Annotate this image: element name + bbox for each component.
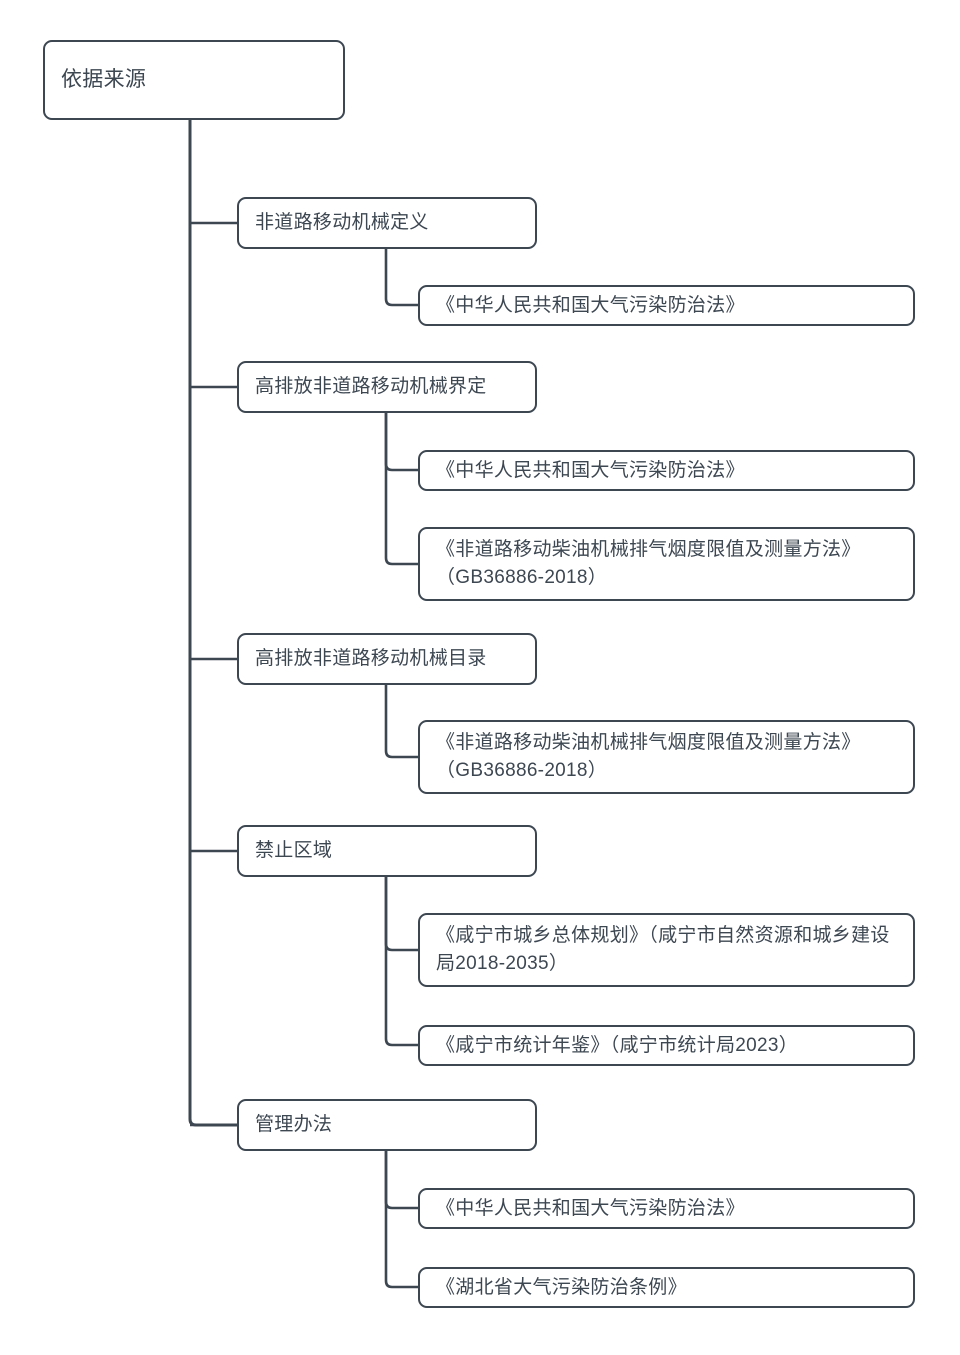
node-branch-2[interactable]: 高排放非道路移动机械界定 bbox=[237, 361, 537, 413]
node-label: 高排放非道路移动机械界定 bbox=[255, 376, 487, 398]
node-branch-1[interactable]: 非道路移动机械定义 bbox=[237, 197, 537, 249]
node-label: 禁止区域 bbox=[255, 840, 333, 862]
node-label: 《非道路移动柴油机械排气烟度限值及测量方法》（GB36886-2018） bbox=[436, 539, 861, 588]
node-label: 《非道路移动柴油机械排气烟度限值及测量方法》（GB36886-2018） bbox=[436, 732, 861, 781]
node-label: 非道路移动机械定义 bbox=[255, 212, 429, 234]
node-leaf-2-1[interactable]: 《中华人民共和国大气污染防治法》 bbox=[418, 450, 915, 491]
node-leaf-5-2[interactable]: 《湖北省大气污染防治条例》 bbox=[418, 1267, 915, 1308]
node-leaf-4-1[interactable]: 《咸宁市城乡总体规划》（咸宁市自然资源和城乡建设局2018-2035） bbox=[418, 913, 915, 987]
node-leaf-1-1[interactable]: 《中华人民共和国大气污染防治法》 bbox=[418, 285, 915, 326]
node-label: 《中华人民共和国大气污染防治法》 bbox=[436, 294, 745, 316]
node-branch-5[interactable]: 管理办法 bbox=[237, 1099, 537, 1151]
node-leaf-2-2[interactable]: 《非道路移动柴油机械排气烟度限值及测量方法》（GB36886-2018） bbox=[418, 527, 915, 601]
node-label: 《咸宁市统计年鉴》（咸宁市统计局2023） bbox=[436, 1034, 799, 1056]
node-label: 《中华人民共和国大气污染防治法》 bbox=[436, 459, 745, 481]
node-label: 《湖北省大气污染防治条例》 bbox=[436, 1276, 687, 1298]
node-leaf-5-1[interactable]: 《中华人民共和国大气污染防治法》 bbox=[418, 1188, 915, 1229]
node-branch-4[interactable]: 禁止区域 bbox=[237, 825, 537, 877]
node-label: 《咸宁市城乡总体规划》（咸宁市自然资源和城乡建设局2018-2035） bbox=[436, 925, 890, 974]
node-label: 依据来源 bbox=[61, 67, 147, 91]
node-label: 《中华人民共和国大气污染防治法》 bbox=[436, 1197, 745, 1219]
node-label: 高排放非道路移动机械目录 bbox=[255, 648, 487, 670]
node-root[interactable]: 依据来源 bbox=[43, 40, 345, 120]
node-leaf-4-2[interactable]: 《咸宁市统计年鉴》（咸宁市统计局2023） bbox=[418, 1025, 915, 1066]
node-leaf-3-1[interactable]: 《非道路移动柴油机械排气烟度限值及测量方法》（GB36886-2018） bbox=[418, 720, 915, 794]
node-label: 管理办法 bbox=[255, 1114, 333, 1136]
node-branch-3[interactable]: 高排放非道路移动机械目录 bbox=[237, 633, 537, 685]
